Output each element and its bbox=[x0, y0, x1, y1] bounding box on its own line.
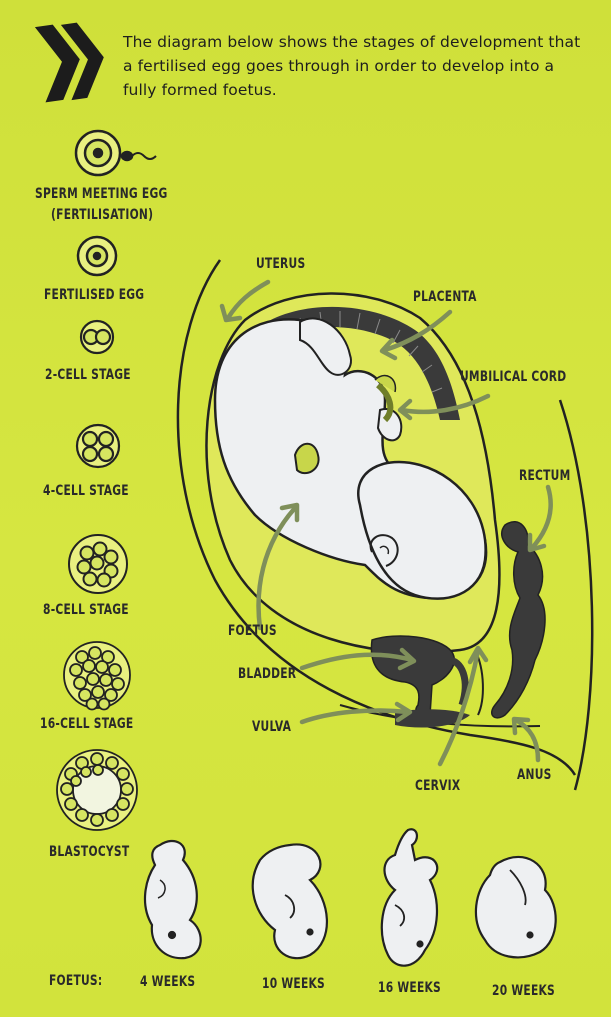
label-foetus-row: FOETUS: bbox=[49, 973, 102, 989]
label-anus: ANUS bbox=[517, 767, 552, 783]
label-placenta: PLACENTA bbox=[413, 289, 477, 305]
eight-cell-icon bbox=[69, 535, 127, 593]
intro-text: The diagram below shows the stages of de… bbox=[123, 30, 583, 102]
label-blastocyst: BLASTOCYST bbox=[49, 844, 129, 860]
label-fertilised-egg: FERTILISED EGG bbox=[44, 287, 144, 303]
blastocyst-icon bbox=[57, 750, 137, 830]
foetus-4-weeks-icon bbox=[145, 841, 201, 958]
label-20-weeks: 20 WEEKS bbox=[492, 983, 555, 999]
sperm-meeting-egg-icon bbox=[76, 131, 156, 175]
label-foetus: FOETUS bbox=[228, 623, 277, 639]
label-eight-cell-stage: 8-CELL STAGE bbox=[43, 602, 129, 618]
label-four-cell-stage: 4-CELL STAGE bbox=[43, 483, 129, 499]
label-cervix: CERVIX bbox=[415, 778, 460, 794]
two-cell-icon bbox=[81, 321, 113, 353]
label-sperm-meeting-egg: SPERM MEETING EGG bbox=[35, 186, 168, 202]
label-sixteen-cell-stage: 16-CELL STAGE bbox=[40, 716, 133, 732]
label-10-weeks: 10 WEEKS bbox=[262, 976, 325, 992]
label-umbilical-cord: UMBILICAL CORD bbox=[460, 369, 566, 385]
four-cell-icon bbox=[77, 425, 119, 467]
label-bladder: BLADDER bbox=[238, 666, 296, 682]
foetus-16-weeks-icon bbox=[382, 829, 437, 965]
label-uterus: UTERUS bbox=[256, 256, 305, 272]
double-chevron-icon bbox=[35, 20, 109, 103]
label-fertilisation: (FERTILISATION) bbox=[51, 207, 153, 223]
label-rectum: RECTUM bbox=[519, 468, 571, 484]
label-4-weeks: 4 WEEKS bbox=[140, 974, 195, 990]
fertilised-egg-icon bbox=[78, 237, 116, 275]
label-16-weeks: 16 WEEKS bbox=[378, 980, 441, 996]
foetus-20-weeks-icon bbox=[476, 857, 556, 957]
sixteen-cell-icon bbox=[64, 642, 130, 710]
foetus-10-weeks-icon bbox=[253, 844, 327, 958]
label-vulva: VULVA bbox=[252, 719, 291, 735]
label-two-cell-stage: 2-CELL STAGE bbox=[45, 367, 131, 383]
